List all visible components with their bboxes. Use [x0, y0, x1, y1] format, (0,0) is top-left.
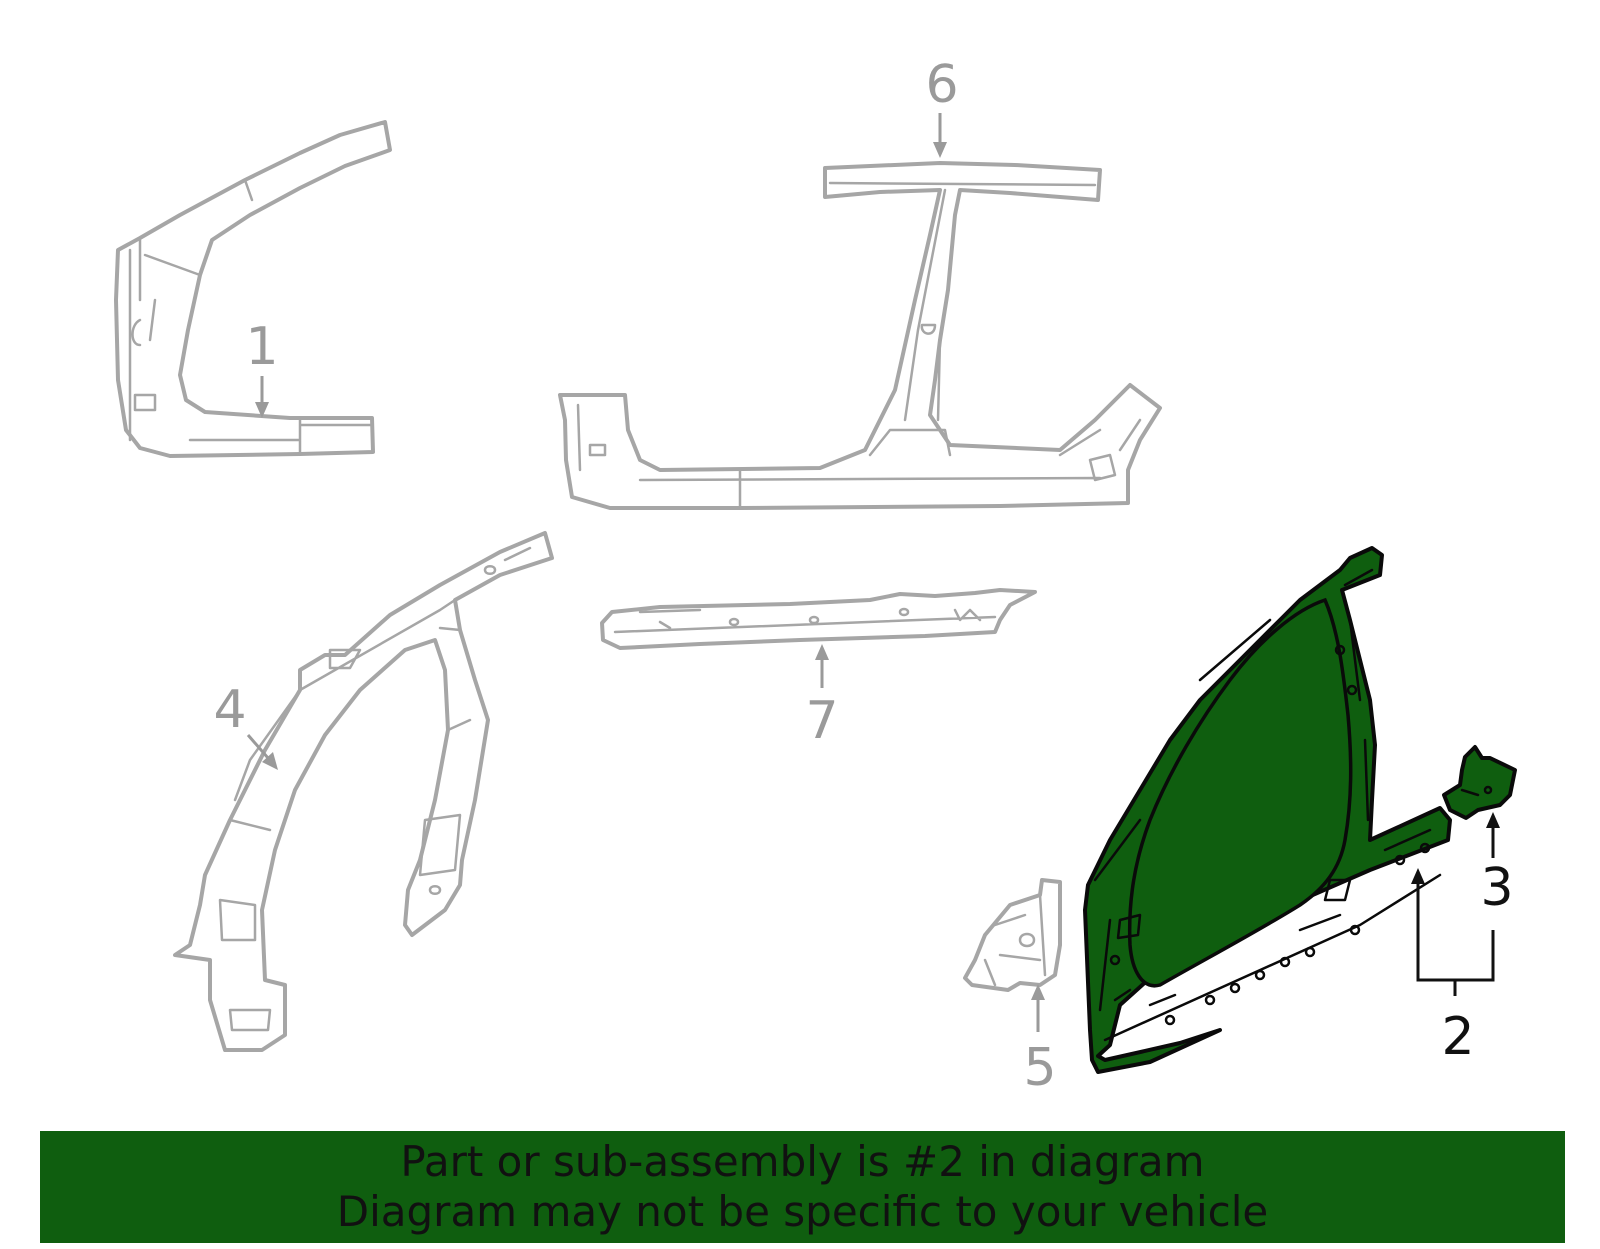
callout-2[interactable]: 2 [1441, 1007, 1474, 1067]
part-3-gusset[interactable] [1442, 745, 1517, 820]
callout-7[interactable]: 7 [805, 691, 838, 751]
banner-line-1: Part or sub-assembly is #2 in diagram [400, 1137, 1205, 1186]
callout-leaders [246, 113, 1500, 1032]
banner-line-2: Diagram may not be specific to your vehi… [336, 1187, 1269, 1236]
callout-1[interactable]: 1 [245, 317, 278, 377]
part-6-side-body-outer[interactable] [558, 161, 1162, 510]
part-5-bracket[interactable] [963, 878, 1062, 992]
callout-6[interactable]: 6 [925, 55, 958, 115]
callout-5[interactable]: 5 [1023, 1038, 1056, 1098]
callout-4[interactable]: 4 [213, 680, 246, 740]
part-7-rocker-reinforcement[interactable] [600, 588, 1037, 650]
part-1-hinge-pillar[interactable] [114, 120, 392, 458]
callout-3[interactable]: 3 [1480, 858, 1513, 918]
part-4-inner-pillar[interactable] [173, 531, 554, 1052]
part-2-door-frame[interactable] [1083, 546, 1452, 1074]
info-banner: Part or sub-assembly is #2 in diagram Di… [40, 1131, 1565, 1243]
